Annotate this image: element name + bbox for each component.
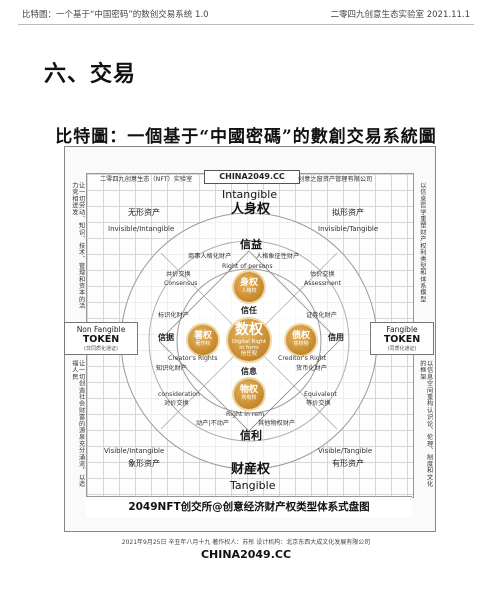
section-title: 六、交易 [44,62,137,87]
label-visible-en: Visible/Intangible [104,447,165,455]
label-dengjia: 等价交换 [306,400,331,407]
label-xinju: 信据 [158,333,174,342]
label-equivalent: Equivalent [304,391,337,398]
label-zhishi: 知识化财产 [156,365,187,372]
brand-top: CHINA2049.CC [204,170,300,184]
label-creators-rights: Creator's Rights [168,355,218,362]
label-intangible: Intangible [222,188,278,201]
footer-brand: CHINA2049.CC [200,548,292,561]
left-vertical-top: 让一切劳动、知识、技术、管理和资本的活力竞相迸发 [70,182,85,310]
label-qita: 其他物权财产 [258,420,296,427]
label-property-right: 财産权 [231,462,271,477]
label-assessment: Assessment [304,280,342,287]
right-vertical-bottom: 以信息空间重构认识论、伦理、制度和文化的框架 [418,360,433,488]
label-tangible: Tangible [230,479,276,492]
label-xinyi: 信益 [240,238,262,251]
label-personal-right: 人身权 [231,202,271,217]
label-duijia: 对价交换 [164,400,189,407]
diagram-caption-bar: 2049NFT创交所@创意经济财产权类型体系式盘图 [86,496,412,517]
label-quasi-cn: 拟形资产 [332,208,364,217]
label-tangible-cn: 有形资产 [332,459,364,468]
label-xinxi: 信息 [241,367,257,376]
token-fungible: Fangible TOKEN (同质化通证) [370,322,434,355]
label-invisible-cn: 无形资产 [128,208,160,217]
label-right-in-rem: Right in rem [226,411,265,418]
figure-title: 比特圖：一個基于“中國密碼”的數創交易系統圖 [55,127,437,147]
footer-info: 2021年9月25日 辛丑年八月十九 著作权人：苏彤 设计机构：北京东西大成文化… [0,537,492,546]
label-gujia: 估价交换 [310,271,335,278]
orb-body-right: 身权 人格权 [234,272,264,302]
label-consensus: Consensus [164,280,198,287]
label-creditors-right: Creditor's Right [278,355,327,362]
orb-creditor-right: 债权 债权物 [286,325,316,355]
label-tangible-en: Visible/Tangible [318,447,373,455]
label-personal-symbol: 人格象征性财产 [256,253,300,260]
label-consideration: consideration [158,391,200,398]
label-zhengquan: 证券化财产 [306,312,337,319]
token-nonfungible: Non Fangible TOKEN (非同质化通证) [64,322,138,355]
orb-digital-right: 数权 Digital Right in form 信任权 [228,319,270,361]
label-xinli: 信利 [240,429,262,442]
label-huobi: 货币化财产 [296,365,327,372]
label-xinren: 信任 [241,306,257,315]
label-biaoshi: 标识化财产 [158,312,189,319]
label-right-of-persons: Right of persons [222,263,273,270]
header-left: 比特圖：一个基于“中国密码”的数创交易系统 1.0 [22,10,209,20]
label-commercial-personality: 商事人格化财产 [188,253,232,260]
header-divider [18,24,474,25]
top-left-org: 二零四九创意生态（NFT）实验室 [100,176,193,183]
top-right-org: 创意之窗资产管理有限公司 [298,176,373,183]
label-gongjia: 共价交换 [166,271,191,278]
label-visible-cn: 象形资产 [128,459,160,468]
footer-line-text: 2021年9月25日 辛丑年八月十九 著作权人：苏彤 设计机构：北京东西大成文化… [121,539,371,546]
orb-copyright: 著权 著作权 [188,325,218,355]
label-dongchan: 动产|不动产 [196,420,230,427]
label-invisible-en: Invisible/Intangible [108,225,175,233]
label-xinyong: 信用 [328,333,344,342]
left-vertical-bottom: 让一切创造社会财富的源泉充分涌流，以造福人民 [70,360,85,488]
header-right: 二零四九创意生态实验室 2021.11.1 [330,10,470,20]
orb-property-right: 物权 所有权 [234,379,264,409]
label-quasi-en: Invisible/Tangible [318,225,379,233]
right-vertical-top: 以信息哲学重塑财产权利类型和体系模型 [418,182,426,303]
